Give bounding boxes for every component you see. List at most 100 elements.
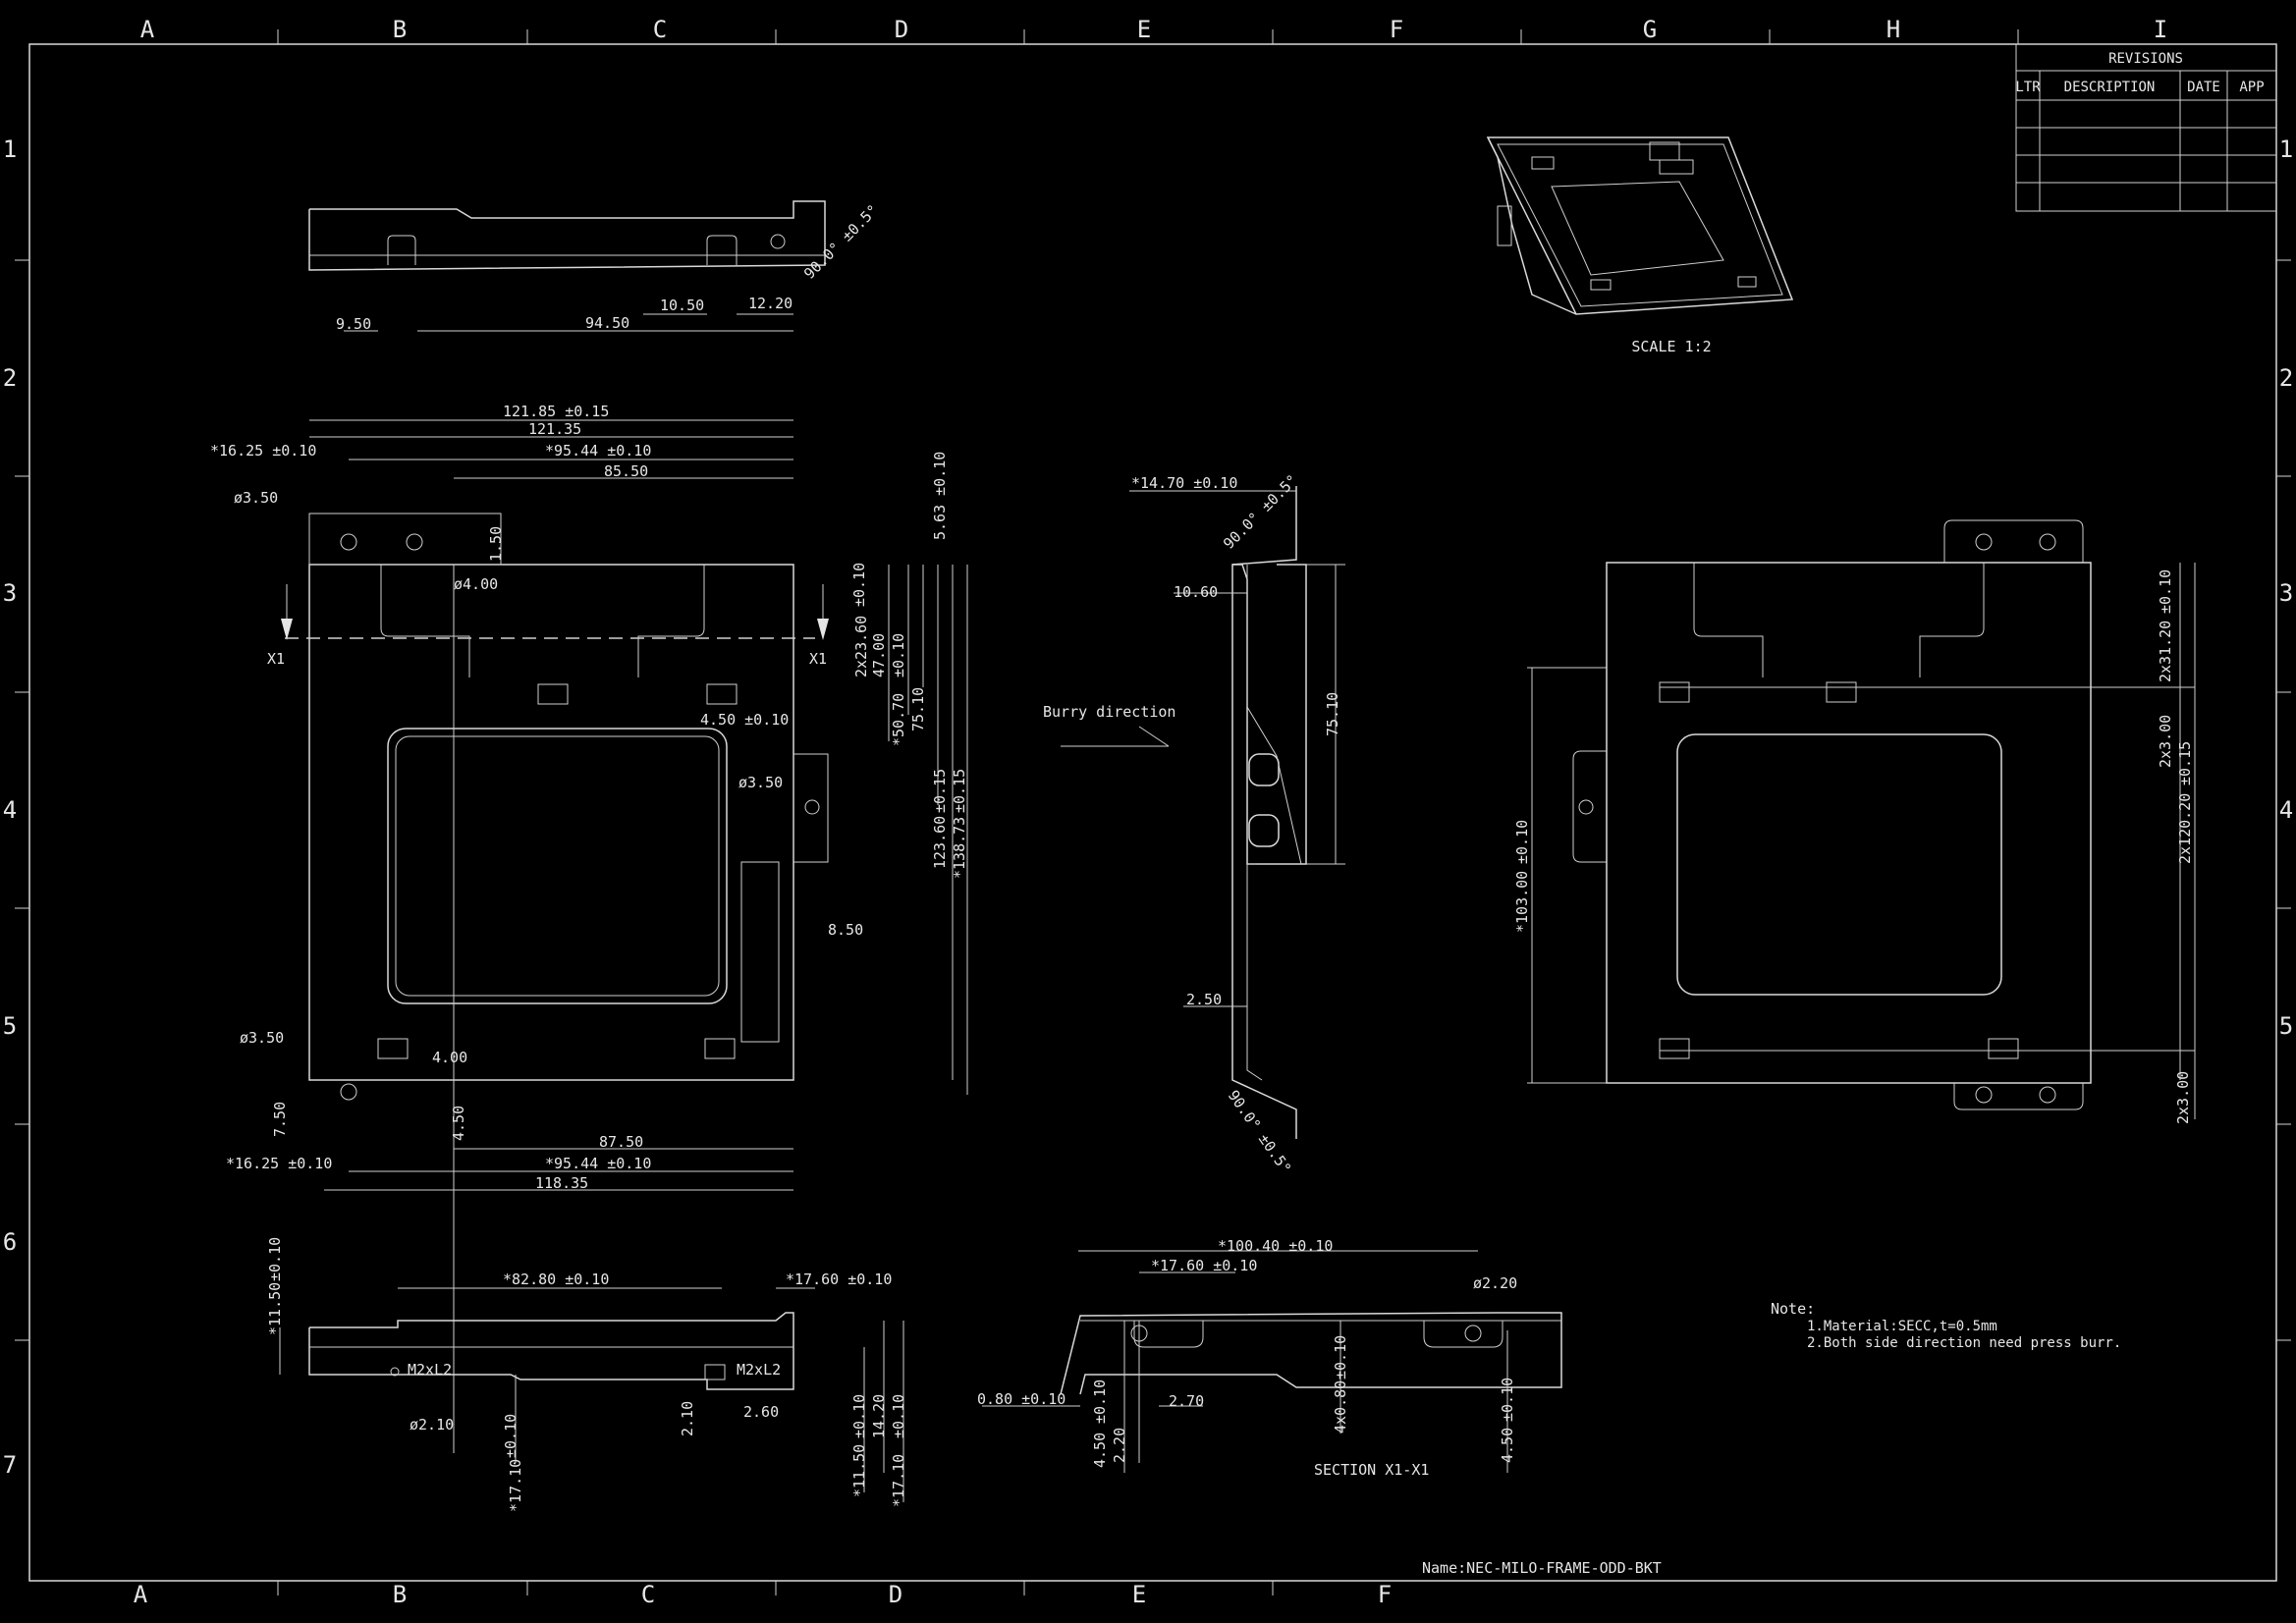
row-label-right: 5 xyxy=(2279,1012,2293,1040)
dim-text: 4.00 xyxy=(432,1049,467,1066)
section-title: SECTION X1-X1 xyxy=(1314,1461,1429,1479)
col-label-bottom: E xyxy=(1132,1581,1146,1608)
dim-text: 9.50 xyxy=(336,315,371,333)
dim-text: 2.70 xyxy=(1169,1392,1204,1410)
dim-text: ±0.10 xyxy=(890,1394,907,1438)
row-label-right: 4 xyxy=(2279,796,2293,824)
col-label-top: A xyxy=(140,16,155,43)
dim-text: ±0.10 xyxy=(1499,1378,1516,1422)
row-label-left: 6 xyxy=(3,1228,17,1256)
dim-text: 90.0° ±0.5° xyxy=(800,201,882,283)
dim-text: 2x120.20 xyxy=(2176,793,2194,864)
dim-text: 4.50 ±0.10 xyxy=(700,711,789,729)
dim-text: *17.60 ±0.10 xyxy=(1151,1257,1257,1274)
row-label-left: 3 xyxy=(3,579,17,607)
dim-text: 2x3.00 xyxy=(2174,1071,2192,1124)
dim-text: 94.50 xyxy=(585,314,629,332)
dim-text: 10.50 xyxy=(660,297,704,314)
dim-text: ø3.50 xyxy=(240,1029,284,1047)
dim-text: 4.50 xyxy=(450,1106,467,1141)
dim-text: ±0.10 xyxy=(890,633,907,677)
dim-text: ±0.10 xyxy=(1091,1380,1109,1424)
dim-text: 4.50 xyxy=(1091,1433,1109,1468)
dim-text: 2x3.00 xyxy=(2157,715,2174,768)
dim-text: 14.20 xyxy=(870,1394,888,1438)
col-label-bottom: C xyxy=(641,1581,655,1608)
dim-text: ±0.15 xyxy=(2176,741,2194,785)
dim-text: *16.25 ±0.10 xyxy=(210,442,316,460)
dim-text: 47.00 xyxy=(870,633,888,677)
dim-text: *103.00 xyxy=(1513,871,1531,933)
dim-text: M2xL2 xyxy=(408,1361,452,1379)
dim-text: ±0.10 xyxy=(266,1237,284,1281)
col-label-bottom: A xyxy=(134,1581,148,1608)
bottom-left-view: *82.80 ±0.10 *17.60 ±0.10 ±0.10 *11.50 M… xyxy=(266,1237,907,1512)
dim-text: 4.50 xyxy=(1499,1428,1516,1463)
dim-text: 123.60 xyxy=(931,816,949,869)
dim-text: 2.50 xyxy=(1186,991,1222,1008)
dim-text: 75.10 xyxy=(1324,692,1341,736)
revisions-title: REVISIONS xyxy=(2108,51,2183,67)
col-label-top: B xyxy=(393,16,407,43)
dim-text: 2.20 xyxy=(1111,1428,1128,1463)
iso-view: SCALE 1:2 xyxy=(1486,136,1794,355)
dim-text: 121.85 ±0.15 xyxy=(503,403,609,420)
iso-scale-label: SCALE 1:2 xyxy=(1631,338,1711,355)
dim-text: ±0.10 xyxy=(850,1394,868,1438)
notes-title: Note: xyxy=(1771,1300,1815,1318)
dim-text: *95.44 ±0.10 xyxy=(545,442,651,460)
row-label-right: 3 xyxy=(2279,579,2293,607)
front-view: X1 X1 121.85 ±0.15 121.35 *16.25 ±0.10 *… xyxy=(210,403,968,1453)
section-marker-right: X1 xyxy=(809,650,827,668)
row-label-left: 7 xyxy=(3,1451,17,1479)
row-label-left: 1 xyxy=(3,135,17,163)
revisions-header: LTR xyxy=(2015,80,2041,95)
dim-text: ±0.10 xyxy=(850,563,868,607)
col-label-top: F xyxy=(1390,16,1403,43)
dim-text: 90.0° ±0.5° xyxy=(1225,1087,1295,1177)
dim-text: 12.20 xyxy=(748,295,793,312)
col-label-top: D xyxy=(895,16,908,43)
row-label-left: 2 xyxy=(3,364,17,392)
dim-text: ±0.15 xyxy=(931,769,949,813)
revisions-header: DATE xyxy=(2187,80,2220,95)
dim-text: ø4.00 xyxy=(454,575,498,593)
dim-text: *100.40 ±0.10 xyxy=(1218,1237,1333,1255)
dim-text: *11.50 xyxy=(850,1444,868,1497)
dim-text: 8.50 xyxy=(828,921,863,939)
dim-text: 1.50 xyxy=(487,526,505,562)
sheet-border xyxy=(28,43,2277,1582)
dim-text: 2x23.60 xyxy=(852,616,870,677)
dim-text: 75.10 xyxy=(909,687,927,731)
dim-text: 4x0.80 xyxy=(1332,1380,1349,1434)
right-view: ±0.10 2x31.20 2x3.00 ±0.15 2x120.20 ±0.1… xyxy=(1513,519,2196,1124)
dim-text: ±0.10 xyxy=(1513,820,1531,864)
col-label-top: C xyxy=(653,16,667,43)
dim-text: *95.44 ±0.10 xyxy=(545,1155,651,1172)
dim-text: ±0.10 xyxy=(1332,1335,1349,1380)
notes-line: 2.Both side direction need press burr. xyxy=(1807,1335,2121,1351)
dim-text: *50.70 xyxy=(890,693,907,746)
dim-text: ±0.15 xyxy=(951,769,968,813)
drawing-name: Name:NEC-MILO-FRAME-ODD-BKT xyxy=(1422,1559,1662,1577)
row-label-left: 4 xyxy=(3,796,17,824)
col-label-bottom: D xyxy=(889,1581,902,1608)
dim-text: *14.70 ±0.10 xyxy=(1131,474,1237,492)
dim-text: *138.73 xyxy=(951,817,968,879)
revisions-header: APP xyxy=(2239,80,2264,95)
dim-text: ø3.50 xyxy=(234,489,278,507)
notes-line: 1.Material:SECC,t=0.5mm xyxy=(1807,1319,1997,1334)
dim-text: 7.50 xyxy=(271,1102,289,1137)
dim-text: ø2.10 xyxy=(410,1416,454,1434)
col-label-top: G xyxy=(1643,16,1657,43)
dim-text: 2.10 xyxy=(679,1401,696,1436)
row-label-left: 5 xyxy=(3,1012,17,1040)
section-view: *100.40 ±0.10 *17.60 ±0.10 ø2.20 0.80 ±0… xyxy=(977,1237,1562,1479)
row-label-right: 2 xyxy=(2279,364,2293,392)
col-label-bottom: B xyxy=(393,1581,407,1608)
dim-text: 87.50 xyxy=(599,1133,643,1151)
notes: Note: 1.Material:SECC,t=0.5mm 2.Both sid… xyxy=(1771,1300,2121,1351)
dim-text: *16.25 ±0.10 xyxy=(226,1155,332,1172)
dim-text: *17.60 ±0.10 xyxy=(786,1271,892,1288)
